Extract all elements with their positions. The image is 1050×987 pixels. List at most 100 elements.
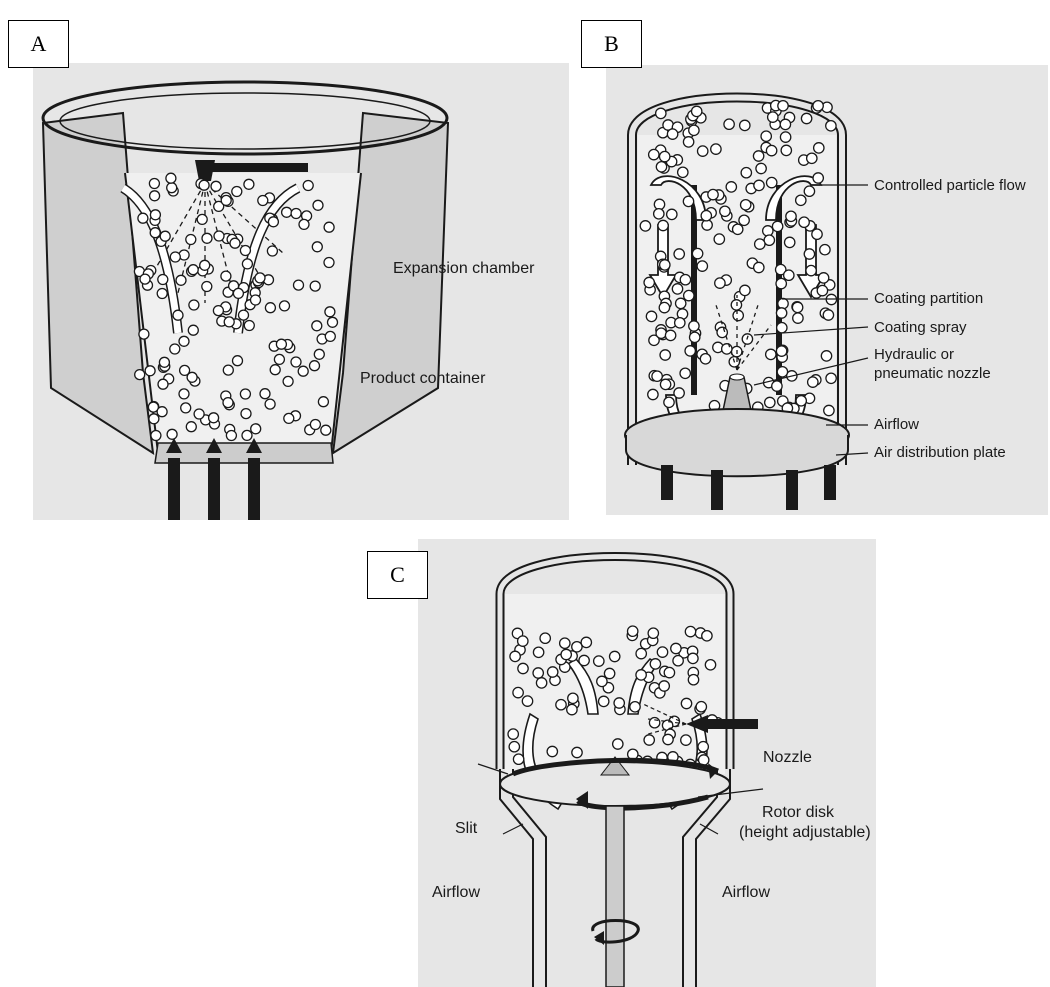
- particle: [793, 313, 803, 323]
- particle: [726, 182, 736, 192]
- air-inlet-pipe: [824, 465, 836, 500]
- particle: [692, 248, 702, 258]
- particle: [167, 183, 177, 193]
- particle: [804, 186, 814, 196]
- particle: [733, 224, 743, 234]
- particle: [179, 336, 189, 346]
- particle: [808, 377, 818, 387]
- particle: [221, 195, 231, 205]
- nozzle-arm: [208, 163, 308, 172]
- label-airflow: Airflow: [874, 415, 919, 434]
- particle: [799, 217, 809, 227]
- particle: [255, 273, 265, 283]
- particle: [817, 285, 827, 295]
- label-nozzle-line1: Hydraulic or: [874, 345, 954, 364]
- particle: [325, 331, 335, 341]
- particle: [151, 431, 161, 441]
- particle: [241, 409, 251, 419]
- particle: [683, 196, 693, 206]
- label-airflow-right: Airflow: [722, 883, 770, 902]
- particle: [150, 228, 160, 238]
- particle: [767, 177, 777, 187]
- particle: [291, 357, 301, 367]
- particle: [648, 628, 658, 638]
- particle: [213, 306, 223, 316]
- particle: [294, 280, 304, 290]
- particle: [251, 295, 261, 305]
- particle: [659, 302, 669, 312]
- particle: [692, 106, 702, 116]
- particle: [671, 643, 681, 653]
- label-nozzle: Nozzle: [763, 748, 812, 767]
- particle: [778, 101, 788, 111]
- particle: [197, 214, 207, 224]
- label-air-distribution-plate: Air distribution plate: [874, 443, 1006, 462]
- particle: [684, 290, 694, 300]
- particle: [310, 420, 320, 430]
- air-inlet-pipe: [208, 458, 220, 520]
- particle: [325, 307, 335, 317]
- particle: [654, 209, 664, 219]
- particle: [660, 379, 670, 389]
- particle: [513, 687, 523, 697]
- particle: [282, 207, 292, 217]
- particle: [510, 651, 520, 661]
- particle: [801, 113, 811, 123]
- particle: [756, 163, 766, 173]
- particle: [150, 210, 160, 220]
- particle: [556, 700, 566, 710]
- label-slit: Slit: [455, 819, 477, 838]
- particle: [303, 181, 313, 191]
- particle: [664, 667, 674, 677]
- particle: [533, 647, 543, 657]
- particle: [780, 119, 790, 129]
- particle: [785, 237, 795, 247]
- particle: [181, 403, 191, 413]
- particle: [233, 288, 243, 298]
- particle: [202, 282, 212, 292]
- particle: [135, 370, 145, 380]
- particle: [754, 262, 764, 272]
- particle: [690, 332, 700, 342]
- particle: [818, 273, 828, 283]
- particle: [189, 300, 199, 310]
- particle: [310, 281, 320, 291]
- particle: [821, 351, 831, 361]
- particle: [714, 234, 724, 244]
- particle: [763, 226, 773, 236]
- particle: [274, 354, 284, 364]
- label-product-container: Product container: [360, 369, 485, 388]
- particle: [186, 235, 196, 245]
- particle: [270, 365, 280, 375]
- vessel-left-wall: [43, 113, 153, 453]
- particle: [776, 278, 786, 288]
- particle: [194, 409, 204, 419]
- particle: [680, 368, 690, 378]
- particle: [251, 424, 261, 434]
- particle: [226, 431, 236, 441]
- particle: [170, 252, 180, 262]
- particle: [660, 151, 670, 161]
- particle: [202, 233, 212, 243]
- particle: [581, 637, 591, 647]
- particle: [533, 668, 543, 678]
- particle: [149, 179, 159, 189]
- particle: [697, 261, 707, 271]
- label-rotor-disk-line2: (height adjustable): [739, 823, 871, 842]
- particle: [664, 397, 674, 407]
- label-controlled-particle-flow: Controlled particle flow: [874, 176, 1026, 195]
- particle: [657, 647, 667, 657]
- particle: [781, 145, 791, 155]
- particle: [138, 213, 148, 223]
- label-airflow-left: Airflow: [432, 883, 480, 902]
- particle: [648, 389, 658, 399]
- label-coating-spray: Coating spray: [874, 318, 967, 337]
- particle: [715, 278, 725, 288]
- particle: [280, 301, 290, 311]
- particle: [644, 277, 654, 287]
- particle: [610, 651, 620, 661]
- particle: [806, 265, 816, 275]
- particle: [173, 310, 183, 320]
- particle: [572, 747, 582, 757]
- particle: [674, 249, 684, 259]
